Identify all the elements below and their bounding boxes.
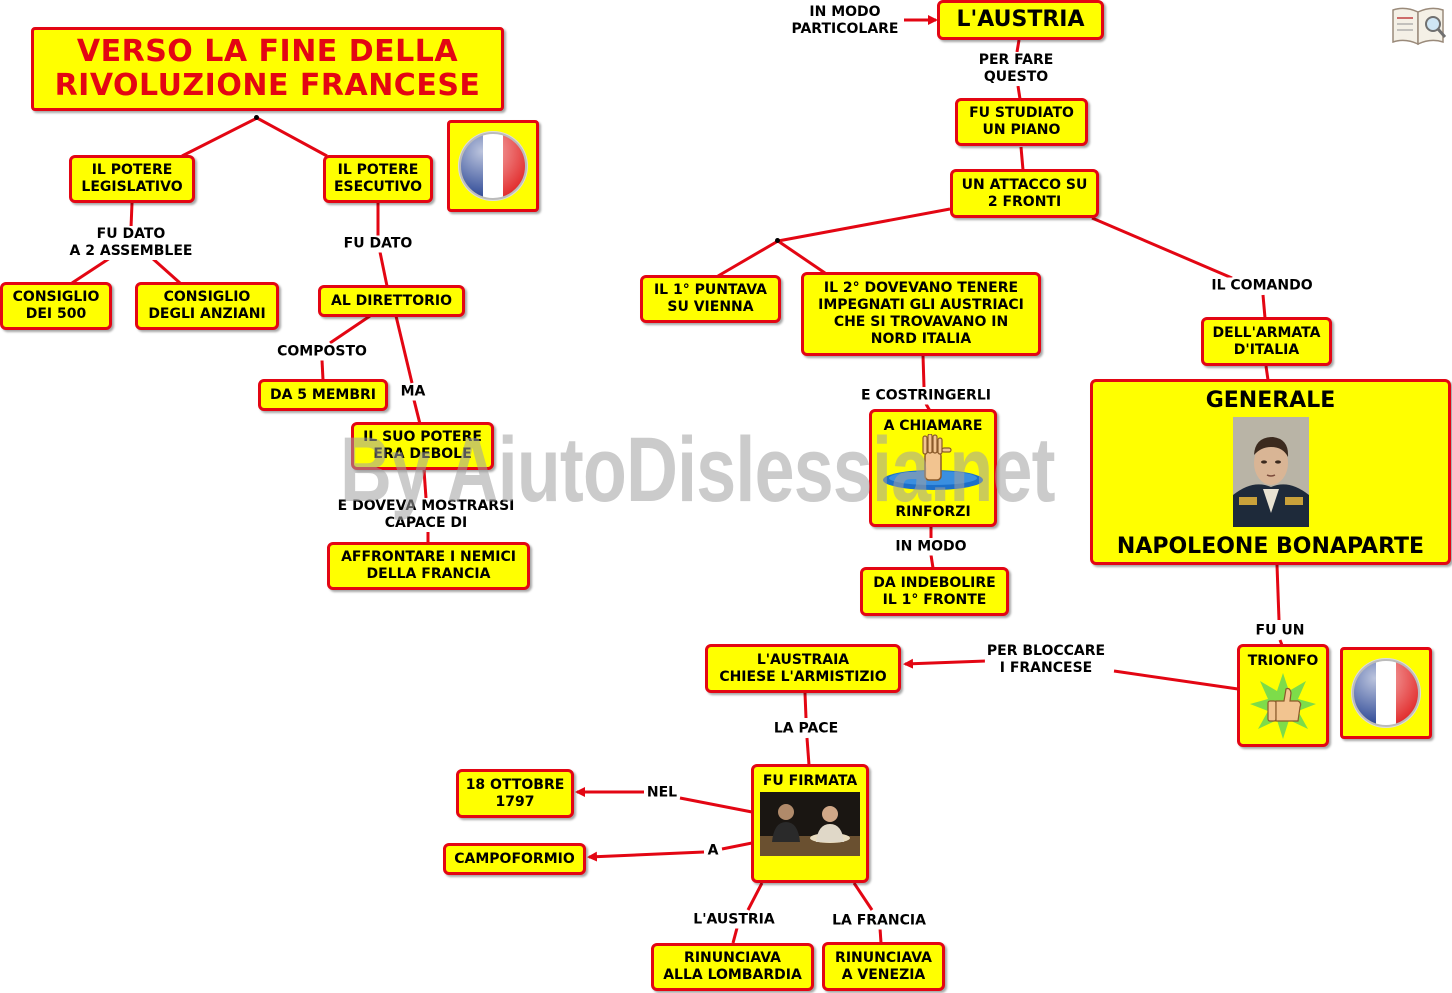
chiamare-rinforzi-node: A CHIAMARE RINFORZI [869,409,997,527]
direttorio-node: AL DIRETTORIO [318,285,465,317]
consiglio-500-node: CONSIGLIO DEI 500 [0,282,112,330]
data-ottobre-node: 18 OTTOBRE 1797 [456,769,574,818]
fu-firmata-label: FU FIRMATA [762,773,858,789]
link-per-fare-questo: PER FARE QUESTO [976,52,1056,86]
link-fu-dato-2-assemblee: FU DATO A 2 ASSEMBLEE [67,226,195,260]
link-la-pace: LA PACE [771,720,841,738]
studiato-piano-node: FU STUDIATO UN PIANO [955,98,1088,146]
french-flag-button-icon [447,120,539,212]
trionfo-label: TRIONFO [1247,653,1319,669]
potere-debole-node: IL SUO POTERE ERA DEBOLE [351,422,494,470]
austria-node: L'AUSTRIA [937,0,1104,40]
trionfo-node: TRIONFO [1237,644,1329,747]
chiamare-label: A CHIAMARE [883,418,983,434]
armistizio-node: L'AUSTRAIA CHIESE L'ARMISTIZIO [705,644,901,693]
junction-dot [254,115,259,120]
map-title: VERSO LA FINE DELLA RIVOLUZIONE FRANCESE [31,27,504,111]
french-flag-button-icon [1340,647,1432,739]
attacco-due-fronti-node: UN ATTACCO SU 2 FRONTI [950,169,1099,218]
link-fu-dato: FU DATO [341,235,415,253]
link-ma: MA [398,383,428,401]
link-costringerli: E COSTRINGERLI [859,387,993,405]
napoleone-label: NAPOLEONE BONAPARTE [1116,534,1425,559]
potere-esecutivo-node: IL POTERE ESECUTIVO [323,155,433,203]
cinque-membri-node: DA 5 MEMBRI [258,379,388,411]
flag-globe-icon [458,131,528,201]
flag-globe-icon [1351,658,1421,728]
link-l-austria: L'AUSTRIA [691,911,777,929]
link-doveva-mostrarsi: E DOVEVA MOSTRARSI CAPACE DI [335,498,517,532]
link-composto: COMPOSTO [275,343,369,361]
secondo-fronte-node: IL 2° DOVEVANO TENERE IMPEGNATI GLI AUST… [801,272,1041,356]
link-il-comando: IL COMANDO [1209,277,1315,295]
rinforzi-label: RINFORZI [895,504,971,520]
link-in-modo: IN MODO [893,538,969,556]
book-magnifier-icon [1392,7,1447,46]
link-la-francia: LA FRANCIA [830,912,928,930]
drowning-hand-icon [883,434,983,490]
link-fu-un: FU UN [1253,622,1307,640]
link-per-bloccare: PER BLOCCARE I FRANCESE [984,643,1108,677]
affrontare-nemici-node: AFFRONTARE I NEMICI DELLA FRANCIA [327,542,530,590]
fu-firmata-node: FU FIRMATA [751,764,869,883]
puntava-vienna-node: IL 1° PUNTAVA SU VIENNA [640,275,781,323]
indebolire-node: DA INDEBOLIRE IL 1° FRONTE [860,567,1009,616]
armata-italia-node: DELL'ARMATA D'ITALIA [1201,317,1332,366]
junction-dot [775,238,780,243]
venezia-node: RINUNCIAVA A VENEZIA [822,942,945,991]
link-in-modo-particolare: IN MODO PARTICOLARE [789,4,901,38]
potere-legislativo-node: IL POTERE LEGISLATIVO [69,155,195,203]
generale-napoleone-node: GENERALE NAPOLEONE BONAPARTE [1090,379,1451,565]
generale-label: GENERALE [1205,388,1336,413]
thumbs-up-icon [1250,673,1316,739]
campoformio-node: CAMPOFORMIO [443,843,586,875]
lombardia-node: RINUNCIAVA ALLA LOMBARDIA [651,943,814,991]
treaty-signing-photo [760,792,860,856]
link-a: A [705,842,721,860]
link-nel: NEL [644,784,680,802]
consiglio-anziani-node: CONSIGLIO DEGLI ANZIANI [135,282,279,330]
napoleon-portrait [1233,417,1309,527]
